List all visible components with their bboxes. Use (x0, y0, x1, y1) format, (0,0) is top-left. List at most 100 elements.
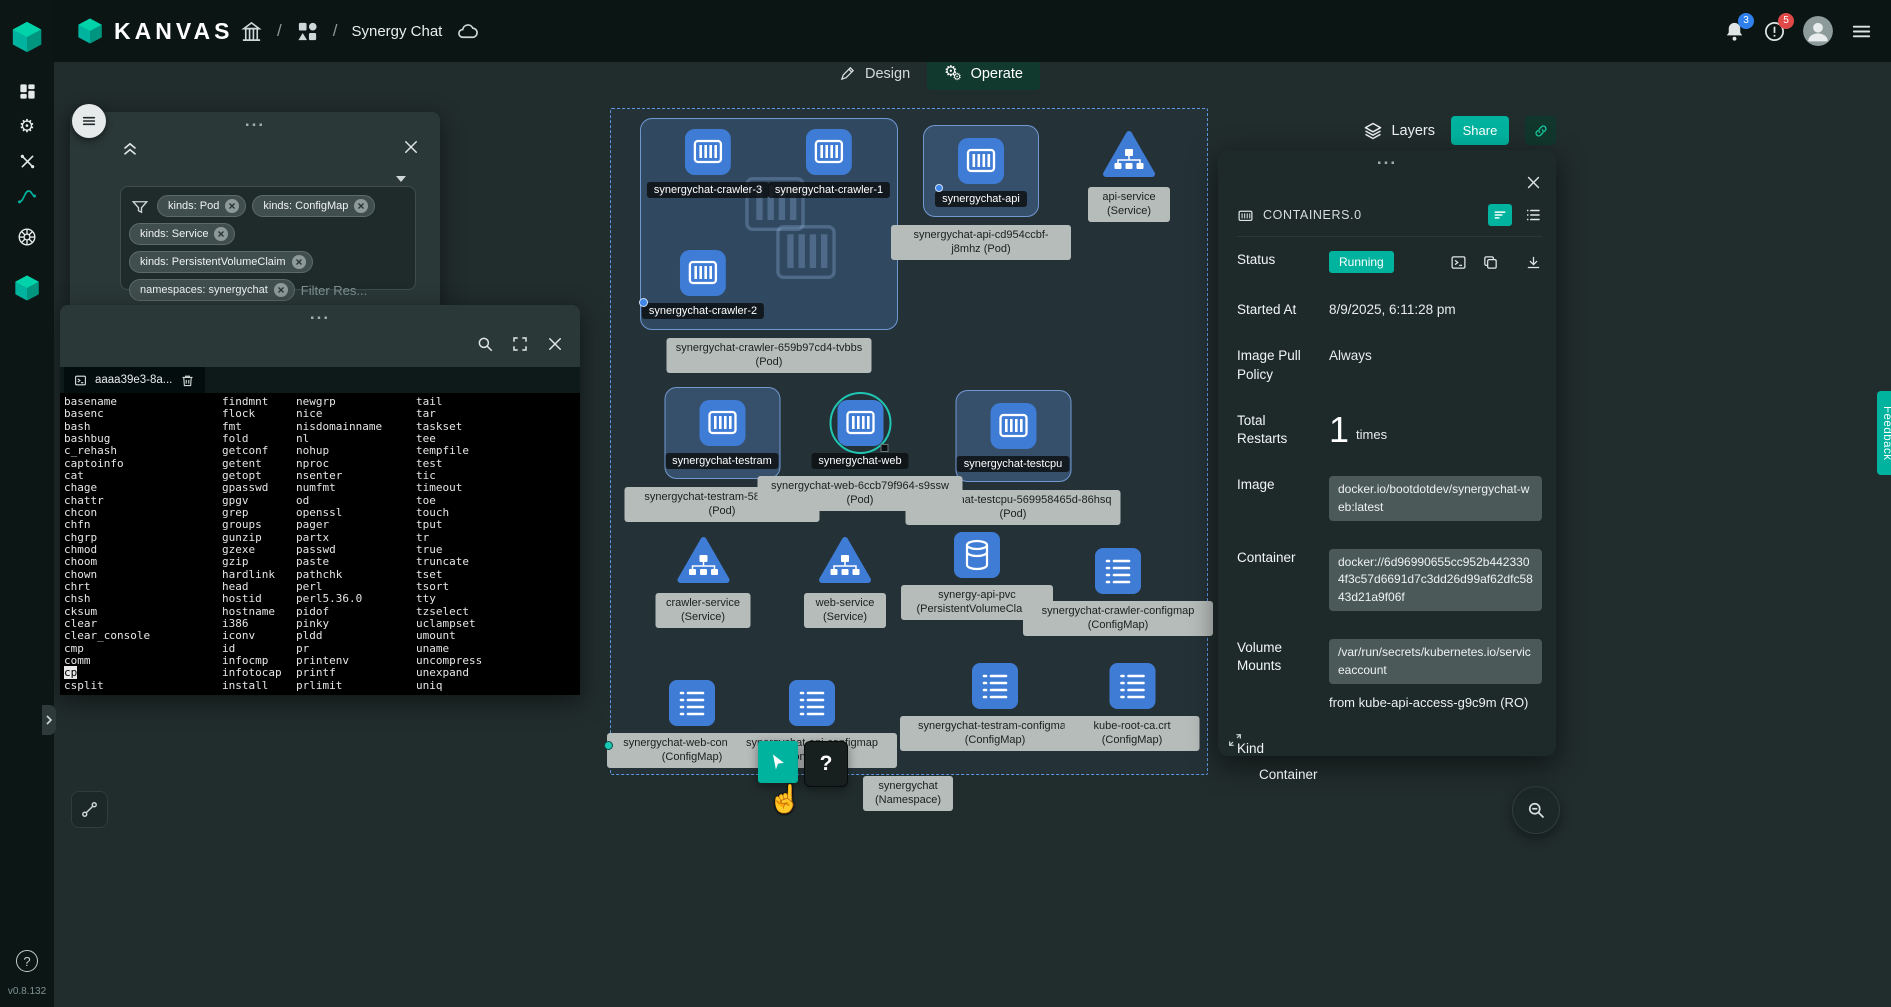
configmap-node[interactable]: synergychat-testram-configmap (ConfigMap… (900, 663, 1090, 751)
pvc-icon (954, 532, 1000, 578)
filter-chip[interactable]: namespaces: synergychat (129, 279, 295, 301)
selection-ring (829, 392, 891, 454)
list-view-icon[interactable] (1524, 206, 1542, 224)
drag-handle[interactable]: ... (244, 111, 266, 130)
version-label: v0.8.132 (7, 986, 47, 997)
port-dot[interactable] (639, 298, 648, 307)
resize-handle[interactable] (880, 444, 888, 452)
trash-icon[interactable] (180, 373, 195, 388)
zoom-button[interactable] (1512, 786, 1560, 834)
expand-panel-icon[interactable] (1227, 732, 1243, 748)
image-value[interactable]: docker.io/bootdotdev/synergychat-web:lat… (1329, 476, 1542, 522)
tab-operate[interactable]: ⚙⚙ Operate (927, 57, 1040, 90)
search-icon[interactable] (476, 335, 494, 353)
chip-remove-icon[interactable] (354, 199, 369, 213)
port-dot[interactable] (604, 741, 613, 750)
sidebar-item-dashboard[interactable] (0, 80, 54, 102)
pod-node[interactable]: synergychat-crawler-2 (641, 250, 765, 319)
designs-icon[interactable] (296, 20, 319, 43)
layers-button[interactable]: Layers (1363, 121, 1435, 141)
service-icon (675, 536, 731, 586)
chevron-down-icon[interactable] (394, 174, 408, 184)
chip-remove-icon[interactable] (273, 283, 288, 297)
fullscreen-icon[interactable] (511, 335, 529, 353)
pod-node[interactable]: synergychat-crawler-1 (767, 129, 891, 198)
pod-icon (684, 129, 731, 175)
sidebar-item-settings[interactable]: ⚙ (0, 115, 54, 137)
volume-mount-value[interactable]: /var/run/secrets/kubernetes.io/serviceac… (1329, 639, 1542, 685)
tab-design[interactable]: Design (822, 57, 927, 90)
terminal-close-icon[interactable] (546, 335, 564, 353)
meshery-logo-icon[interactable] (10, 20, 44, 54)
copy-icon[interactable] (1482, 254, 1499, 271)
breadcrumb-title[interactable]: Synergy Chat (351, 22, 443, 40)
service-node[interactable]: crawler-service (Service) (655, 536, 751, 628)
drag-handle[interactable]: ... (309, 304, 331, 323)
service-icon (817, 536, 873, 586)
status-badge: Running (1329, 251, 1394, 274)
canvas-label[interactable]: synergychat (Namespace) (863, 776, 953, 811)
deployment-group[interactable] (640, 118, 898, 330)
ghost-icon (763, 210, 849, 296)
container-id-value[interactable]: docker://6d96990655cc952b4423304f3c57d66… (1329, 549, 1542, 612)
menu-icon[interactable] (1850, 20, 1873, 43)
filter-chip[interactable]: kinds: ConfigMap (252, 195, 376, 217)
feedback-tab[interactable]: Feedback (1877, 391, 1891, 475)
node-badge-label: web-service (Service) (804, 593, 886, 628)
filter-close-icon[interactable] (402, 138, 420, 156)
pod-icon (958, 138, 1004, 184)
alerts-icon[interactable]: 5 (1763, 12, 1794, 43)
organization-icon[interactable] (240, 20, 263, 43)
node-badge-label: synergychat-api-cd954ccbf-j8mhz (Pod) (891, 225, 1071, 260)
avatar[interactable] (1803, 16, 1833, 46)
collapse-panel-icon[interactable] (120, 138, 140, 158)
details-close-icon[interactable] (1525, 174, 1542, 191)
sidebar-item-kubernetes[interactable] (0, 226, 54, 248)
filter-resources-input[interactable] (300, 282, 387, 298)
pvc-node[interactable]: synergy-api-pvc (PersistentVolumeClaim) (901, 532, 1053, 620)
notifications-bell-icon[interactable]: 3 (1723, 12, 1754, 43)
pointer-tool-button[interactable] (758, 741, 798, 783)
canvas-label[interactable]: synergychat-crawler-659b97cd4-tvbbs (Pod… (666, 338, 872, 373)
rail-bottom: ? v0.8.132 (8, 950, 46, 1007)
filter-chip[interactable]: kinds: Service (129, 223, 236, 245)
port-dot[interactable] (935, 184, 943, 192)
drag-handle[interactable]: ... (1376, 149, 1398, 168)
service-node[interactable]: api-service (Service) (1088, 130, 1170, 222)
terminal-tab[interactable]: aaaa39e3-8a... (64, 367, 206, 393)
sort-button[interactable] (1488, 204, 1512, 226)
sidebar-item-performance[interactable] (0, 185, 54, 207)
exec-terminal-icon[interactable] (1450, 254, 1467, 271)
sidebar-item-meshery[interactable] (0, 273, 54, 303)
help-button[interactable]: ? (16, 950, 38, 972)
filter-chip[interactable]: kinds: Pod (157, 195, 247, 217)
left-rail: ⚙ ? v0.8.132 (0, 0, 54, 1007)
help-tool-button[interactable]: ? (804, 741, 848, 787)
configmap-node[interactable]: kube-root-ca.crt (ConfigMap) (1064, 663, 1200, 751)
chip-remove-icon[interactable] (291, 255, 306, 269)
floating-menu-button[interactable] (72, 104, 106, 138)
sidebar-collapse-handle[interactable] (42, 705, 56, 735)
configmap-node[interactable]: synergychat-crawler-configmap (ConfigMap… (1023, 548, 1213, 636)
pod-node[interactable]: synergychat-crawler-3 (646, 129, 770, 198)
chip-remove-icon[interactable] (214, 227, 229, 241)
layout-button[interactable] (71, 791, 108, 828)
cloud-sync-icon (456, 20, 479, 43)
filter-chip[interactable]: kinds: PersistentVolumeClaim (129, 251, 313, 273)
configmap-icon (972, 663, 1018, 709)
download-icon[interactable] (1525, 254, 1542, 271)
chip-remove-icon[interactable] (225, 199, 240, 213)
pod-icon (990, 403, 1036, 449)
service-node[interactable]: web-service (Service) (804, 536, 886, 628)
share-button[interactable]: Share (1451, 116, 1509, 145)
sidebar-item-toolkit[interactable] (0, 150, 54, 172)
copy-link-button[interactable] (1525, 116, 1556, 145)
node-name-label: synergychat-web (811, 453, 909, 469)
